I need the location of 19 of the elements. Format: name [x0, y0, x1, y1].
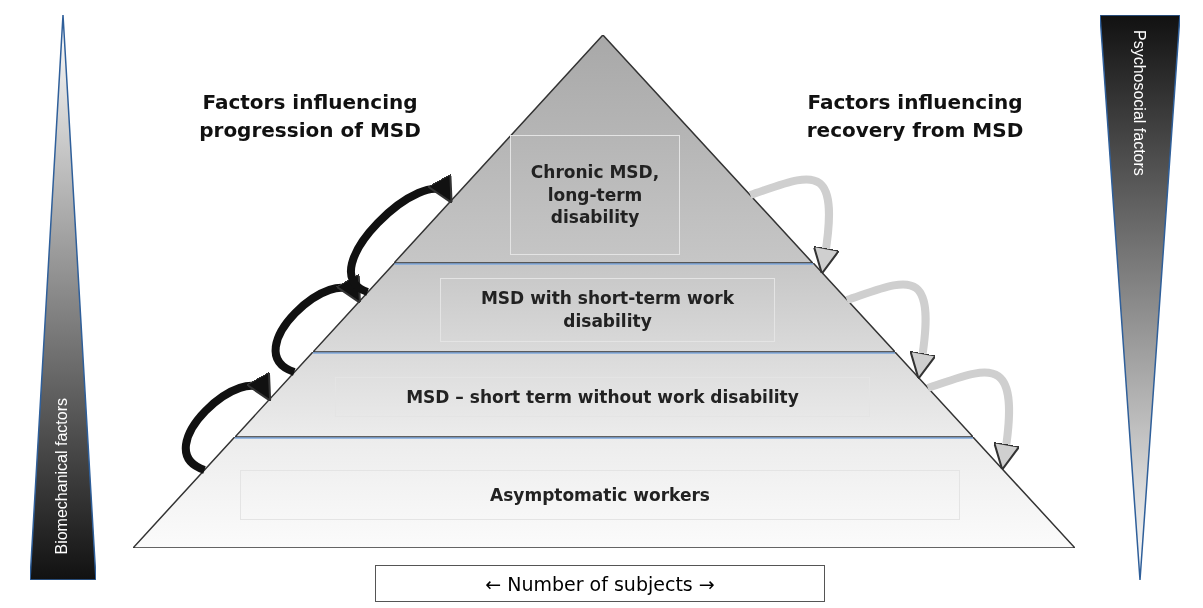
tier-label: MSD – short term without work disability	[335, 377, 870, 417]
pyramid-tier	[234, 352, 973, 437]
curved-arrow	[926, 368, 1020, 471]
axis-label: Psychosocial factors	[1130, 30, 1148, 176]
heading: Factors influencing recovery from MSD	[805, 89, 1025, 144]
pyramid-tier	[133, 437, 1075, 548]
curved-arrow	[845, 280, 937, 380]
curved-arrow	[271, 273, 363, 376]
curved-arrow	[347, 173, 455, 296]
caption-box: ← Number of subjects →	[375, 565, 825, 602]
curved-arrow	[748, 175, 840, 275]
tier-label: Chronic MSD, long-term disability	[510, 135, 680, 255]
heading: Factors influencing progression of MSD	[198, 89, 422, 144]
factor-triangle	[30, 15, 96, 580]
axis-label: Biomechanical factors	[53, 398, 71, 555]
tier-label: Asymptomatic workers	[240, 470, 960, 520]
factor-triangle	[1100, 15, 1180, 580]
pyramid-tier	[312, 263, 895, 352]
tier-label: MSD with short-term work disability	[440, 278, 775, 342]
